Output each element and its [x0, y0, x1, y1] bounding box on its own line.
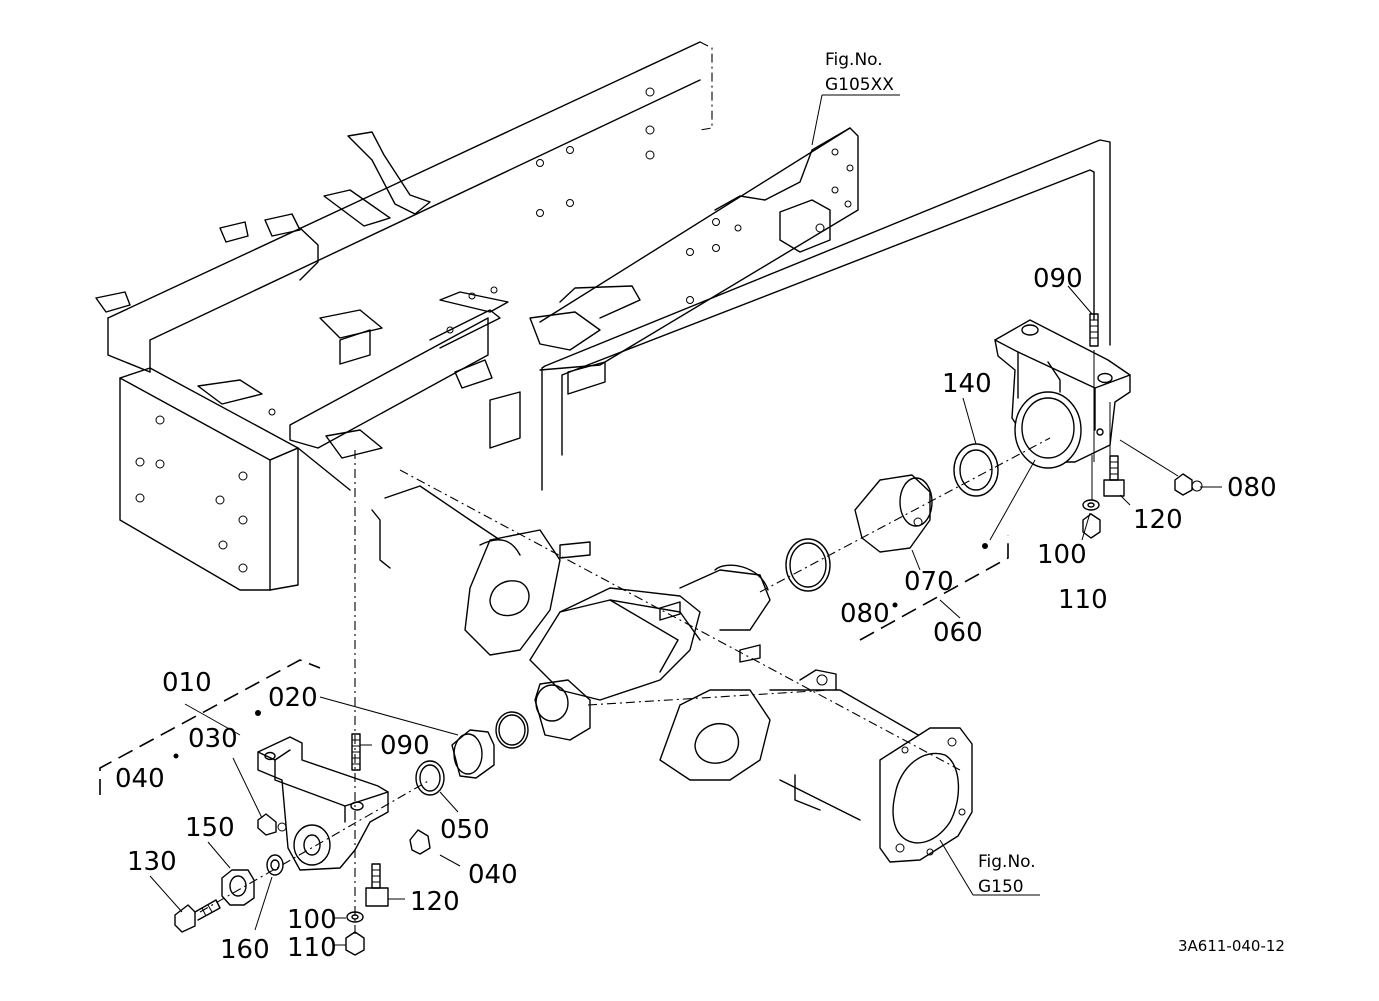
part-label-130: 130: [127, 847, 177, 877]
fig-ref-frame-line1: Fig.No.: [825, 50, 883, 70]
part-label-100-right: 100: [1037, 540, 1087, 570]
part-label-100-left: 100: [287, 905, 337, 935]
part-label-090-right: 090: [1033, 264, 1083, 294]
front-bracket-assembly: [99, 450, 529, 956]
part-label-030: 030: [188, 724, 238, 754]
part-label-120-right: 120: [1133, 505, 1183, 535]
front-axle-housing: [371, 469, 973, 863]
part-label-110-right: 110: [1058, 585, 1108, 615]
part-label-040-kit: 040: [115, 764, 165, 794]
part-label-120-left: 120: [410, 887, 460, 917]
figure-reference-frame: Fig.No. G105XX: [825, 50, 894, 95]
part-label-080-right: 080: [1227, 473, 1277, 503]
part-label-050: 050: [440, 815, 490, 845]
part-label-110-left: 110: [287, 933, 337, 963]
part-label-040: 040: [468, 860, 518, 890]
fig-ref-axle-line2: G150: [978, 877, 1024, 897]
fig-ref-frame-line2: G105XX: [825, 75, 894, 95]
part-label-060: 060: [933, 618, 983, 648]
fig-ref-axle-line1: Fig.No.: [978, 852, 1036, 872]
part-label-020: 020: [268, 683, 318, 713]
part-label-150: 150: [185, 813, 235, 843]
part-label-160: 160: [220, 935, 270, 965]
part-label-080-kit: 080: [840, 599, 890, 629]
rear-bracket-assembly: [759, 313, 1203, 641]
part-label-070: 070: [904, 567, 954, 597]
part-label-010: 010: [162, 668, 212, 698]
leader-lines: [149, 94, 1222, 946]
figure-reference-axle: Fig.No. G150: [978, 852, 1036, 897]
part-label-090-left: 090: [380, 731, 430, 761]
drawing-code: 3A611-040-12: [1178, 937, 1285, 955]
front-frame: [95, 41, 1111, 591]
part-label-140: 140: [942, 369, 992, 399]
